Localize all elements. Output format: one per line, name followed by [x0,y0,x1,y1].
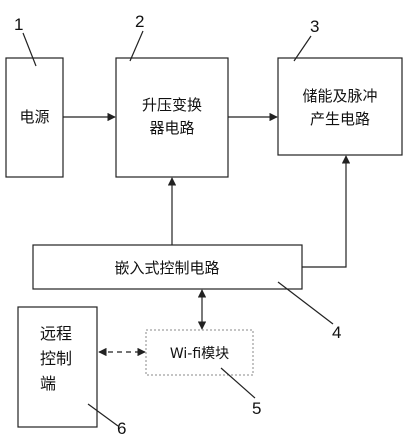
embedded-block: 嵌入式控制电路 [32,244,303,290]
remote-block: 远程 控制 端 [17,306,98,428]
boost-label-line1: 升压变换 [142,96,202,114]
remote-label-line3: 端 [40,374,56,393]
leader-6 [87,403,119,427]
leader-4 [277,281,334,325]
arrow-embedded-to-storage [302,155,351,268]
remote-label-line2: 控制 [40,349,72,368]
embedded-box [32,244,303,290]
power-label: 电源 [19,108,49,126]
storage-block: 储能及脉冲 产生电路 [277,57,403,156]
power-block: 电源 [5,57,64,178]
storage-label-line1: 储能及脉冲 [302,87,377,105]
leader-5 [220,367,256,399]
boost-block: 升压变换 器电路 [115,57,229,178]
storage-box [277,57,403,156]
block-number-5: 5 [252,399,261,418]
remote-box [17,306,98,428]
wifi-label: Wi-fi模块 [170,346,229,362]
power-box [5,57,64,178]
block-number-1: 1 [14,15,23,34]
block-number-6: 6 [117,419,126,438]
leader-2 [129,30,144,62]
block-number-4: 4 [332,323,341,342]
boost-label-line2: 器电路 [149,119,194,137]
block-number-3: 3 [310,17,319,36]
block-number-2: 2 [135,12,144,31]
embedded-label: 嵌入式控制电路 [114,259,219,277]
storage-label-line2: 产生电路 [310,110,370,128]
boost-box [115,57,229,178]
wifi-box [145,329,254,376]
remote-label-line1: 远程 [40,324,72,343]
leader-1 [22,32,37,67]
wifi-block: Wi-fi模块 [145,329,254,376]
leader-3 [293,35,312,62]
